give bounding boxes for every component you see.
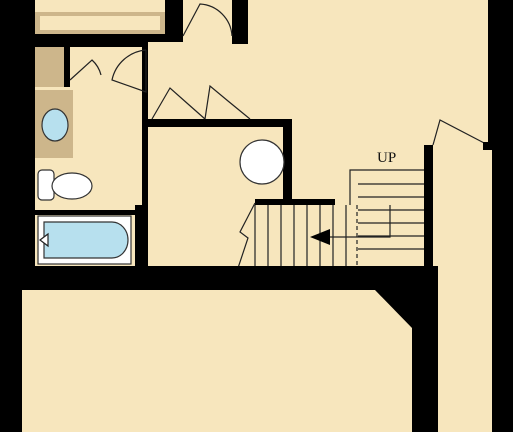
linen-cabinet [35, 47, 64, 87]
bifold-door-left [151, 87, 206, 120]
wall-bath-right [135, 205, 148, 267]
stair-up-label: UP [377, 150, 396, 166]
bathtub-basin [43, 221, 129, 259]
stair-arrow-icon [310, 229, 330, 245]
cabinet-door-swing [69, 59, 102, 81]
top-door-swing [182, 3, 233, 37]
wall-bath-right-upper [142, 47, 148, 207]
floor-area-right-strip [488, 150, 492, 432]
floor-area-left-strip [22, 290, 35, 432]
wall-closet-top [148, 119, 290, 127]
stair-door-swing [237, 202, 256, 269]
wall-top-left [35, 34, 165, 42]
wall-bath-top [35, 42, 148, 47]
wall-cabinet-divider [64, 47, 70, 87]
bifold-door-right [204, 84, 251, 120]
exterior-wall-right [488, 0, 513, 432]
main-horizontal-wall [22, 266, 438, 290]
water-heater [239, 139, 285, 185]
bath-door-swing [111, 49, 147, 93]
toilet [37, 169, 93, 201]
wall-closet-right [283, 119, 292, 201]
right-door-swing [432, 119, 489, 146]
wall-right-stub [483, 142, 491, 150]
wall-top-vertical [165, 0, 183, 42]
closet-shelf-inner [40, 16, 160, 30]
wall-top-right-pier [232, 0, 248, 44]
tub-faucet-icon [39, 232, 49, 248]
exterior-wall-left-lower [0, 290, 22, 432]
stair-direction-line [330, 205, 391, 238]
vanity-sink [41, 108, 69, 142]
wall-stair-top [255, 199, 335, 205]
tub-surround [35, 210, 135, 215]
lower-chamfered-wall [375, 290, 438, 432]
wall-stair-right [424, 145, 433, 270]
stair-treads-upper [349, 169, 424, 250]
